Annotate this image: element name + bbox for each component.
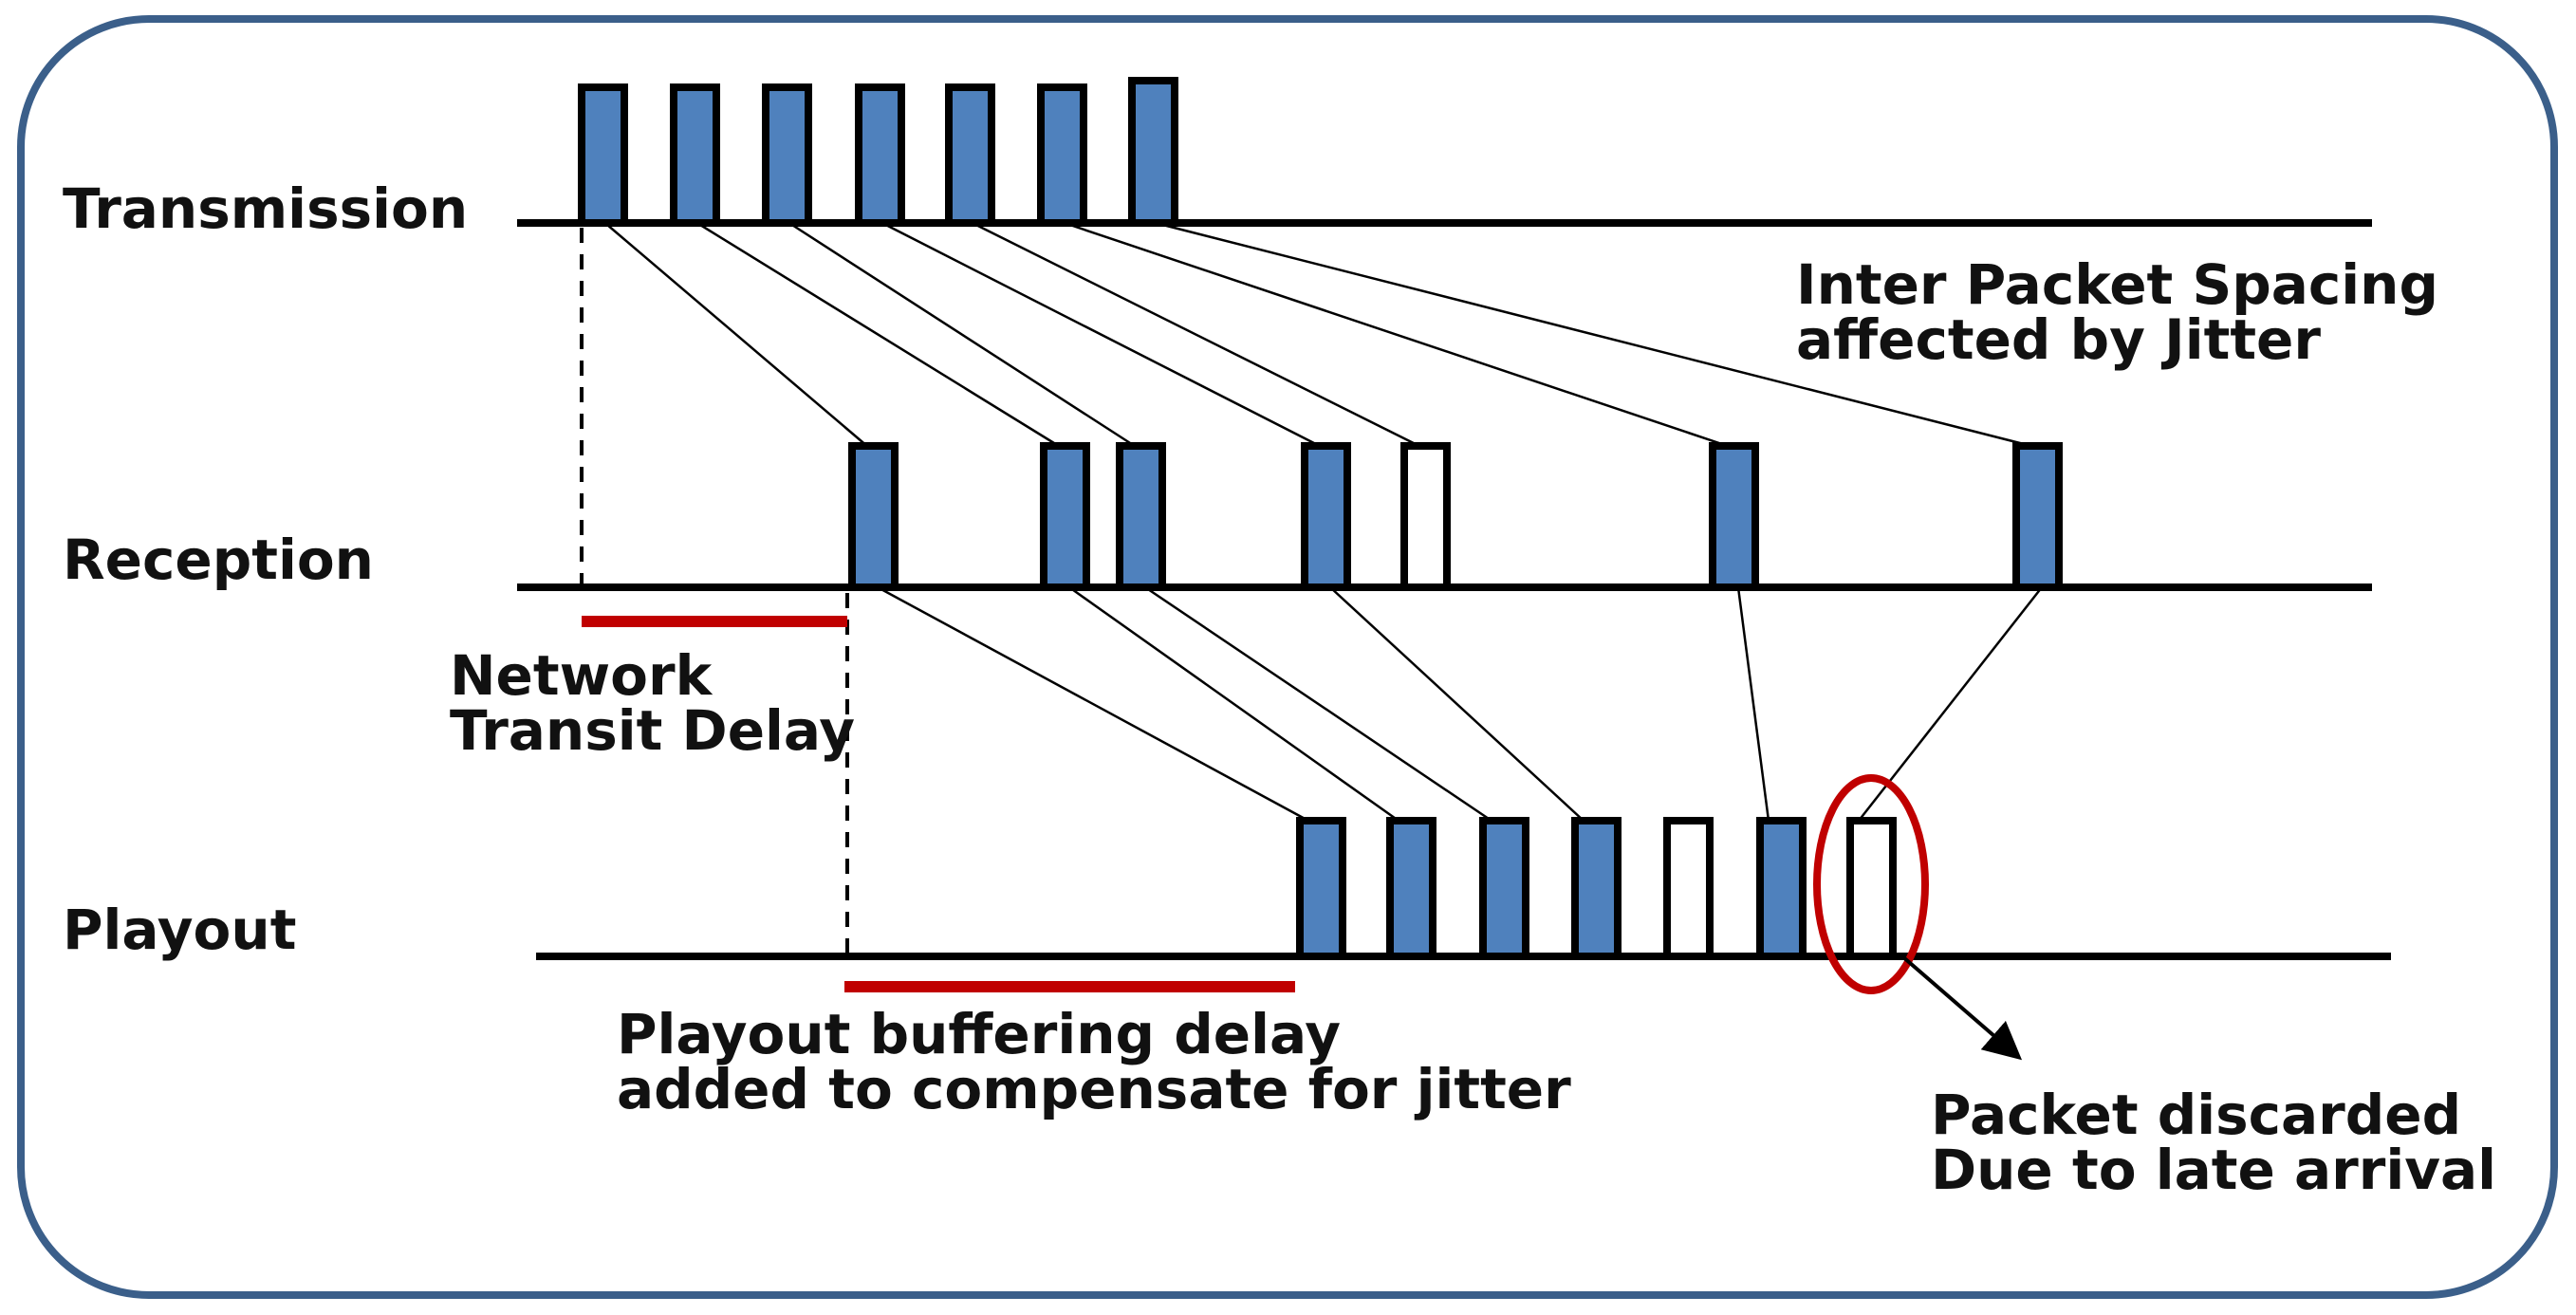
tx-rx-connector [1155,221,2032,448]
rx-po-connector [1144,585,1492,823]
received-packet [848,442,899,591]
discard-note-line-2: Due to late arrival [1931,1138,2496,1202]
played-packet [1296,817,1346,960]
discard-arrow [1900,954,2023,1061]
transmitted-packet [1037,83,1087,227]
transit-note-line-2: Transit Delay [450,698,855,763]
reception-packets [848,442,2063,591]
tx-rx-connector [881,221,1321,448]
rx-po-connector [1068,585,1399,823]
tx-rx-connector [1064,221,1729,448]
tx-rx-connector [788,221,1136,448]
transit-note-line-1: Network [450,643,713,708]
played-packet [1663,817,1714,960]
transmitted-packet [762,83,812,227]
received-packet [1040,442,1090,591]
transmitted-packet [670,83,720,227]
discarded-packet [1846,817,1897,960]
rx-po-connector [877,585,1309,823]
playout-packets [1296,817,1897,960]
tx-rx-connector [603,222,868,447]
transmission-label: Transmission [63,176,468,241]
discard-note-line-1: Packet discarded [1931,1083,2461,1147]
played-packet [1756,817,1807,960]
rx-po-connector [1329,586,1585,822]
received-packet [1301,442,1351,591]
jitter-note-line-1: Inter Packet Spacing [1796,252,2438,317]
lost-packet [1400,442,1451,591]
transmitted-packet [945,83,995,227]
transmitted-packet [1128,77,1178,227]
received-packet [2012,442,2063,591]
reception-label: Reception [63,528,374,592]
played-packet [1479,817,1529,960]
tx-rx-connector [972,221,1420,448]
diagram-frame [17,15,2558,1299]
received-packet [1709,442,1759,591]
received-packet [1116,442,1166,591]
playout-label: Playout [63,898,296,962]
buffering-note-line-1: Playout buffering delay [617,1002,1341,1066]
transmitted-packet [578,83,628,227]
transmission-packets [578,77,1178,227]
discarded-packet-ring [1813,774,1929,994]
transmitted-packet [855,83,905,227]
played-packet [1571,817,1622,960]
buffering-note-line-2: added to compensate for jitter [617,1057,1571,1121]
rx-po-connector [1736,586,1770,822]
packet-connectors [603,221,2043,823]
tx-rx-connector [696,221,1060,448]
jitter-note-line-2: affected by Jitter [1796,307,2321,372]
played-packet [1386,817,1436,960]
